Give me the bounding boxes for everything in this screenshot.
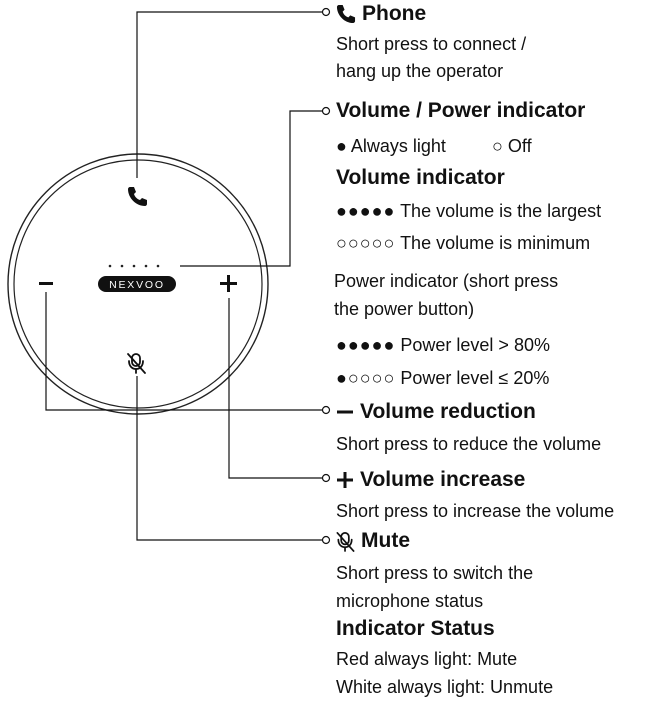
mute-heading: Mute [336,529,410,553]
volume-down-desc: Short press to reduce the volume [336,434,602,454]
leader-volume-down [45,292,322,411]
device-outer-ring [7,153,269,415]
phone-desc-line2: hang up the operator [336,61,504,81]
off-label: Off [507,136,532,156]
phone-heading: Phone [336,2,426,26]
phone-icon [336,5,356,24]
volume-up-heading: Volume increase [336,468,525,492]
volume-down-heading: Volume reduction [336,400,536,424]
power-low-row: ●○○○○ Power level ≤ 20% [336,367,549,389]
power-low-label: Power level ≤ 20% [400,368,550,388]
hollow-dot-icon: ○ [492,136,503,156]
power-desc-line2: the power button) [334,299,475,319]
plus-icon [337,472,353,489]
mute-icon [336,532,355,552]
power-high-row: ●●●●● Power level > 80% [336,334,550,356]
device-brand-pill [98,276,176,292]
five-hollow-dots-icon: ○○○○○ [336,233,396,253]
leader-phone [136,11,322,178]
leader-lines [45,11,322,541]
leader-volume-up [228,298,322,479]
device-mute-icon [127,353,146,374]
device-plus-icon [220,275,237,292]
device-minus-icon [39,282,53,285]
mute-desc-line1: Short press to switch the [336,563,534,583]
off-legend: ○ Off [492,135,532,157]
mute-desc-line2: microphone status [336,591,484,611]
red-status: Red always light: Mute [336,649,518,669]
always-light-legend: ● Always light [336,135,446,157]
volume-largest-label: The volume is the largest [400,201,602,221]
one-filled-four-hollow-dots-icon: ●○○○○ [336,368,396,388]
mute-title: Mute [361,529,410,552]
five-filled-dots-icon: ●●●●● [336,201,396,221]
volume-largest-row: ●●●●● The volume is the largest [336,200,601,222]
volume-minimum-label: The volume is minimum [400,233,591,253]
volume-minimum-row: ○○○○○ The volume is minimum [336,232,590,254]
device-phone-icon [128,187,147,206]
volume-up-title: Volume increase [360,468,526,491]
volume-up-desc: Short press to increase the volume [336,501,615,521]
device-indicator-dots [108,264,160,268]
leader-mute [136,376,322,541]
white-status: White always light: Unmute [336,677,554,697]
volume-indicator-title: Volume indicator [336,166,505,189]
five-filled-dots-icon: ●●●●● [336,335,396,355]
vol-power-title: Volume / Power indicator [336,99,586,122]
power-high-label: Power level > 80% [400,335,550,355]
leader-terminals [321,7,331,545]
device-brand-text: NEXVOO [109,279,165,291]
leader-indicator [180,110,322,267]
phone-title: Phone [362,2,427,25]
phone-desc-line1: Short press to connect / [336,34,527,54]
minus-icon [337,410,353,414]
device-inner-ring [13,159,263,409]
always-light-label: Always light [350,136,446,156]
indicator-status-title: Indicator Status [336,617,495,640]
filled-dot-icon: ● [336,136,347,156]
power-desc-line1: Power indicator (short press [334,271,559,291]
volume-down-title: Volume reduction [360,400,536,423]
